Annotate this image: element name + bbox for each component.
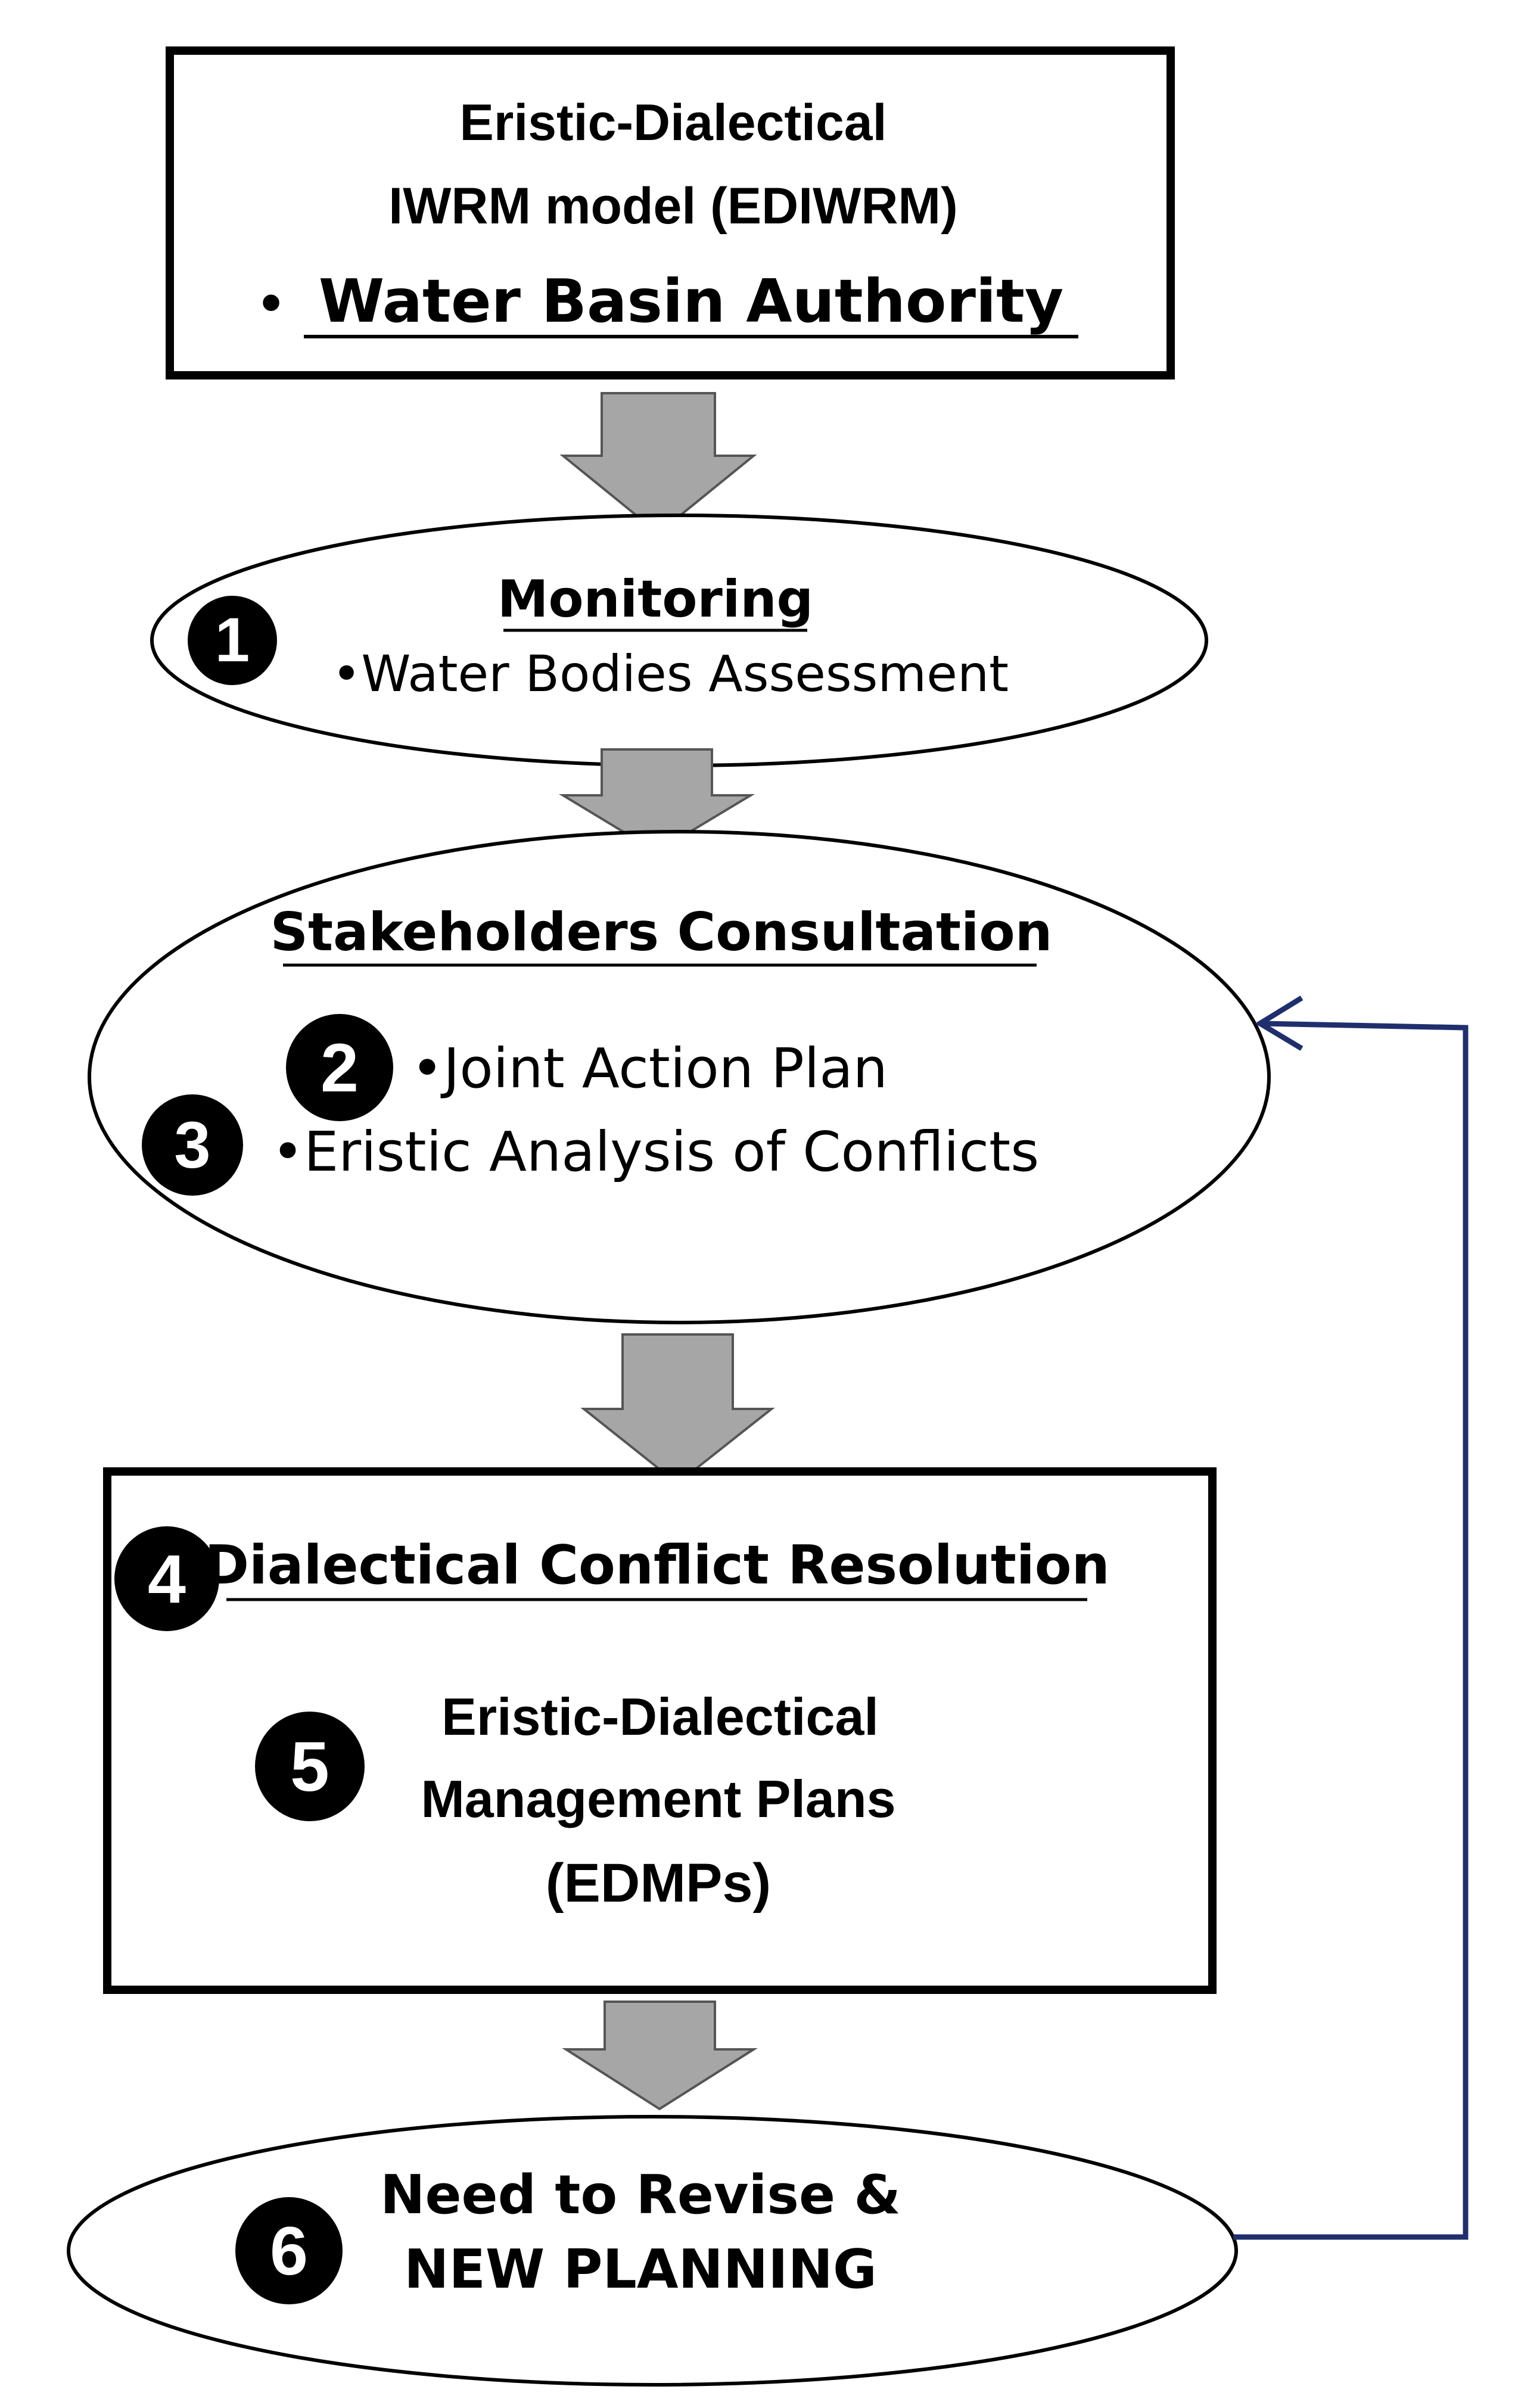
down-arrow-4	[562, 2001, 758, 2111]
top-box-frame	[166, 46, 1175, 379]
eristic-analysis: •Eristic Analysis of Conflicts	[272, 1120, 1039, 1184]
revise-ellipse	[67, 2115, 1238, 2387]
step-6-number: 6	[270, 2213, 308, 2289]
down-arrow-3	[580, 1333, 775, 1485]
edmp-line3: (EDMPs)	[546, 1853, 771, 1914]
step-6-badge	[235, 2197, 343, 2304]
feedback-arrowhead	[1255, 995, 1304, 1051]
down-arrow-1	[559, 392, 757, 535]
resolution-box: 4 Dialectical Conflict Resolution 5 Eris…	[103, 1467, 1217, 1994]
monitoring-stage: 1 Monitoring •Water Bodies Assessment	[150, 514, 1208, 767]
consultation-title: Stakeholders Consultation	[270, 901, 1053, 963]
top-box-line1: Eristic-Dialectical	[459, 94, 886, 151]
step-2-badge	[286, 1014, 393, 1121]
joint-action-plan: •Joint Action Plan	[411, 1037, 888, 1100]
step-5-number: 5	[290, 1728, 329, 1806]
step-3-number: 3	[174, 1109, 210, 1182]
step-4-number: 4	[148, 1541, 186, 1617]
revise-line2: NEW PLANNING	[404, 2238, 877, 2301]
top-box-bullet: •	[261, 270, 281, 334]
revise-stage: 6 Need to Revise & NEW PLANNING	[67, 2115, 1238, 2387]
step-2-number: 2	[321, 1030, 359, 1106]
monitoring-ellipse	[150, 514, 1208, 767]
step-5-badge	[255, 1712, 365, 1821]
step-3-badge	[142, 1094, 243, 1196]
monitoring-title: Monitoring	[497, 570, 813, 629]
edmp-line1: Eristic-Dialectical	[441, 1687, 879, 1746]
down-arrow-2	[558, 748, 755, 854]
step-4-badge	[114, 1526, 219, 1631]
water-basin-authority: Water Basin Authority	[319, 266, 1063, 336]
feedback-loop	[1233, 995, 1469, 2240]
top-box: Eristic-Dialectical IWRM model (EDIWRM) …	[166, 46, 1175, 379]
consultation-ellipse	[88, 830, 1271, 1324]
consultation-stage: Stakeholders Consultation 2 •Joint Actio…	[88, 830, 1271, 1324]
step-1-badge	[188, 596, 277, 685]
monitoring-item: •Water Bodies Assessment	[332, 645, 1009, 703]
feedback-line	[1233, 1021, 1469, 2240]
resolution-title: Dialectical Conflict Resolution	[204, 1534, 1109, 1597]
step-1-number: 1	[215, 605, 250, 675]
revise-line1: Need to Revise &	[380, 2164, 901, 2226]
edmp-line2: Management Plans	[421, 1769, 895, 1828]
top-box-line2: IWRM model (EDIWRM)	[388, 178, 957, 235]
